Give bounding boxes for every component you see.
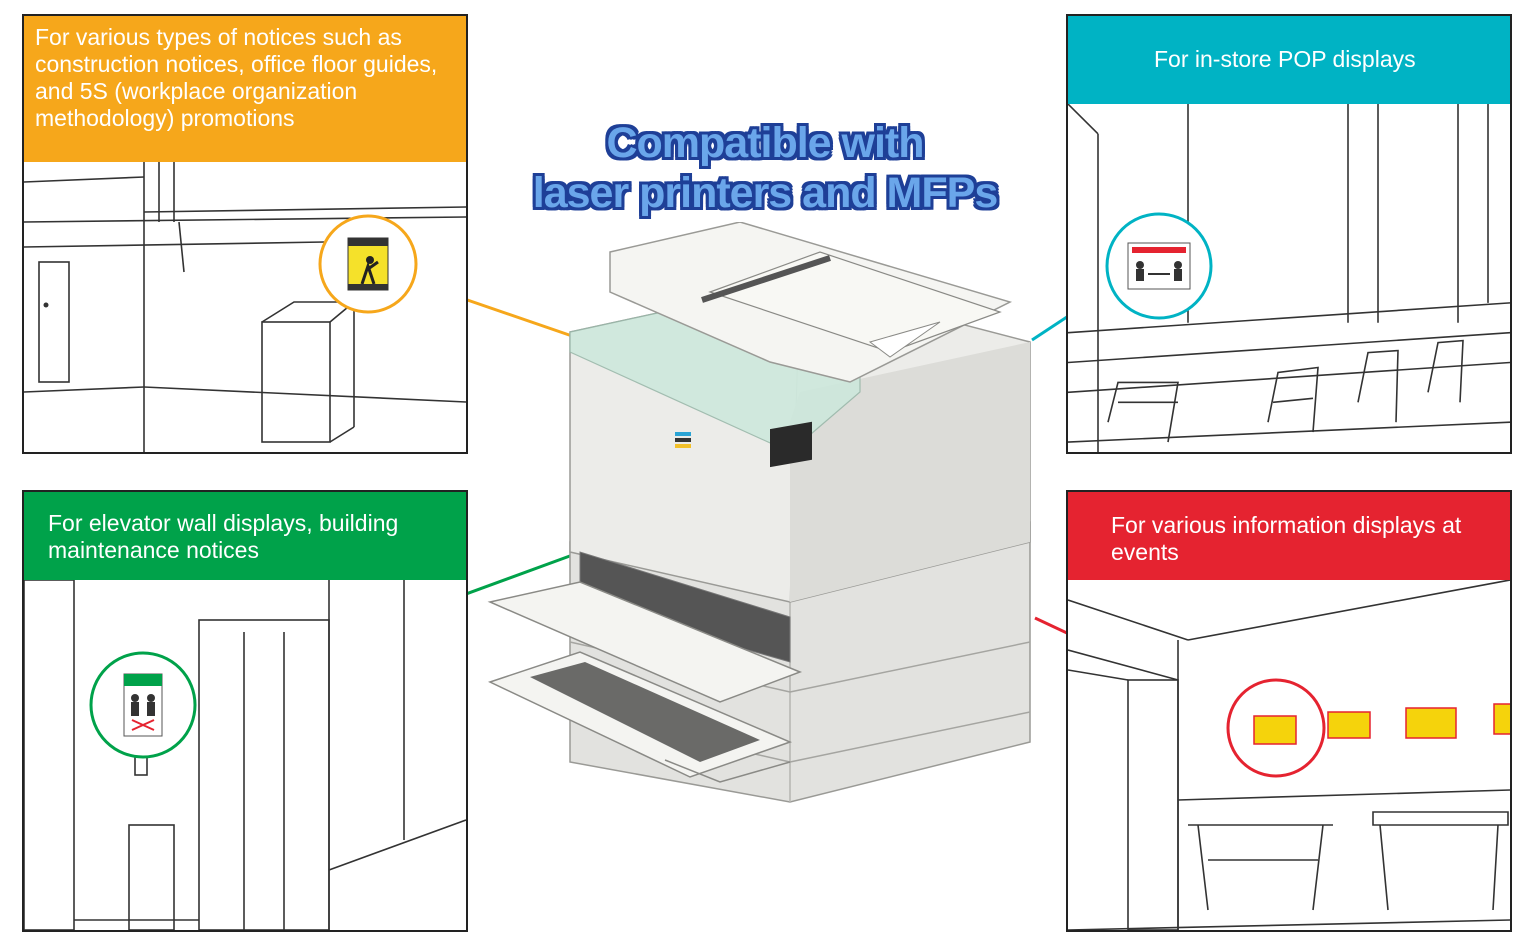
panel-office-caption: For various types of notices such as con… [24, 16, 466, 162]
office-scene [24, 162, 466, 452]
panel-elevator-caption: For elevator wall displays, building mai… [24, 492, 466, 580]
panel-event-caption: For various information displays at even… [1068, 492, 1510, 580]
warning-notice-sign-icon [318, 214, 418, 314]
event-scene [1068, 580, 1510, 930]
elevator-scene [24, 580, 466, 930]
social-distancing-pop-sign-icon [1105, 212, 1213, 320]
sale-signs-icon [1226, 678, 1510, 778]
headline: Compatible with laser printers and MFPs [470, 118, 1060, 218]
store-scene [1068, 104, 1510, 452]
headline-line-2: laser printers and MFPs [532, 169, 999, 217]
panel-event: For various information displays at even… [1066, 490, 1512, 932]
panel-office: For various types of notices such as con… [22, 14, 468, 454]
panel-store: For in-store POP displays [1066, 14, 1512, 454]
laser-printer-mfp-illustration [487, 222, 1031, 803]
elevator-distancing-notice-icon [89, 651, 197, 759]
panel-store-caption: For in-store POP displays [1068, 16, 1510, 104]
panel-elevator: For elevator wall displays, building mai… [22, 490, 468, 932]
headline-line-1: Compatible with [606, 119, 924, 167]
